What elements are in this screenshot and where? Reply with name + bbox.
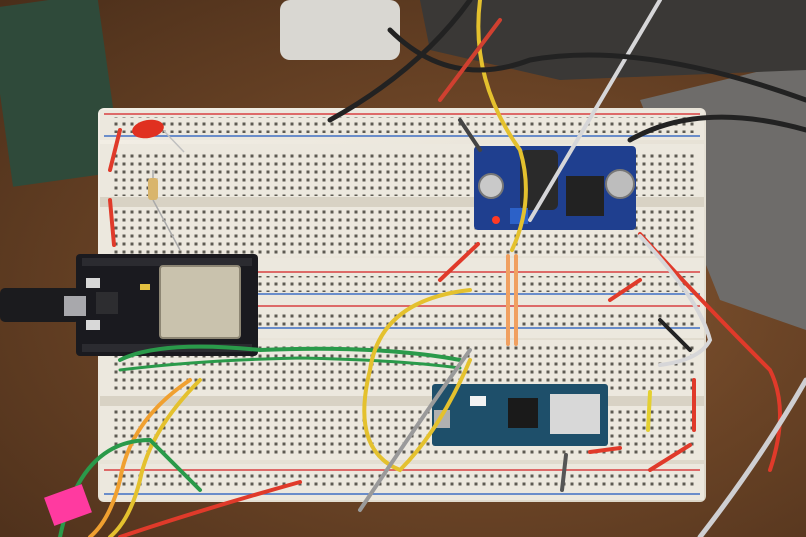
resistor — [148, 170, 181, 251]
red-led — [132, 119, 185, 153]
green-pcb-corner — [0, 0, 122, 187]
microcontroller-board — [432, 384, 608, 446]
esp32-board — [0, 254, 258, 356]
pink-tape — [44, 484, 92, 526]
lower-terminal-strip — [100, 340, 704, 460]
top-power-rail — [100, 110, 704, 140]
jumper-wires — [58, 0, 806, 537]
buck-regulator-board — [474, 146, 636, 230]
connector-top — [280, 0, 400, 60]
top-right-shadow-object — [420, 0, 806, 80]
